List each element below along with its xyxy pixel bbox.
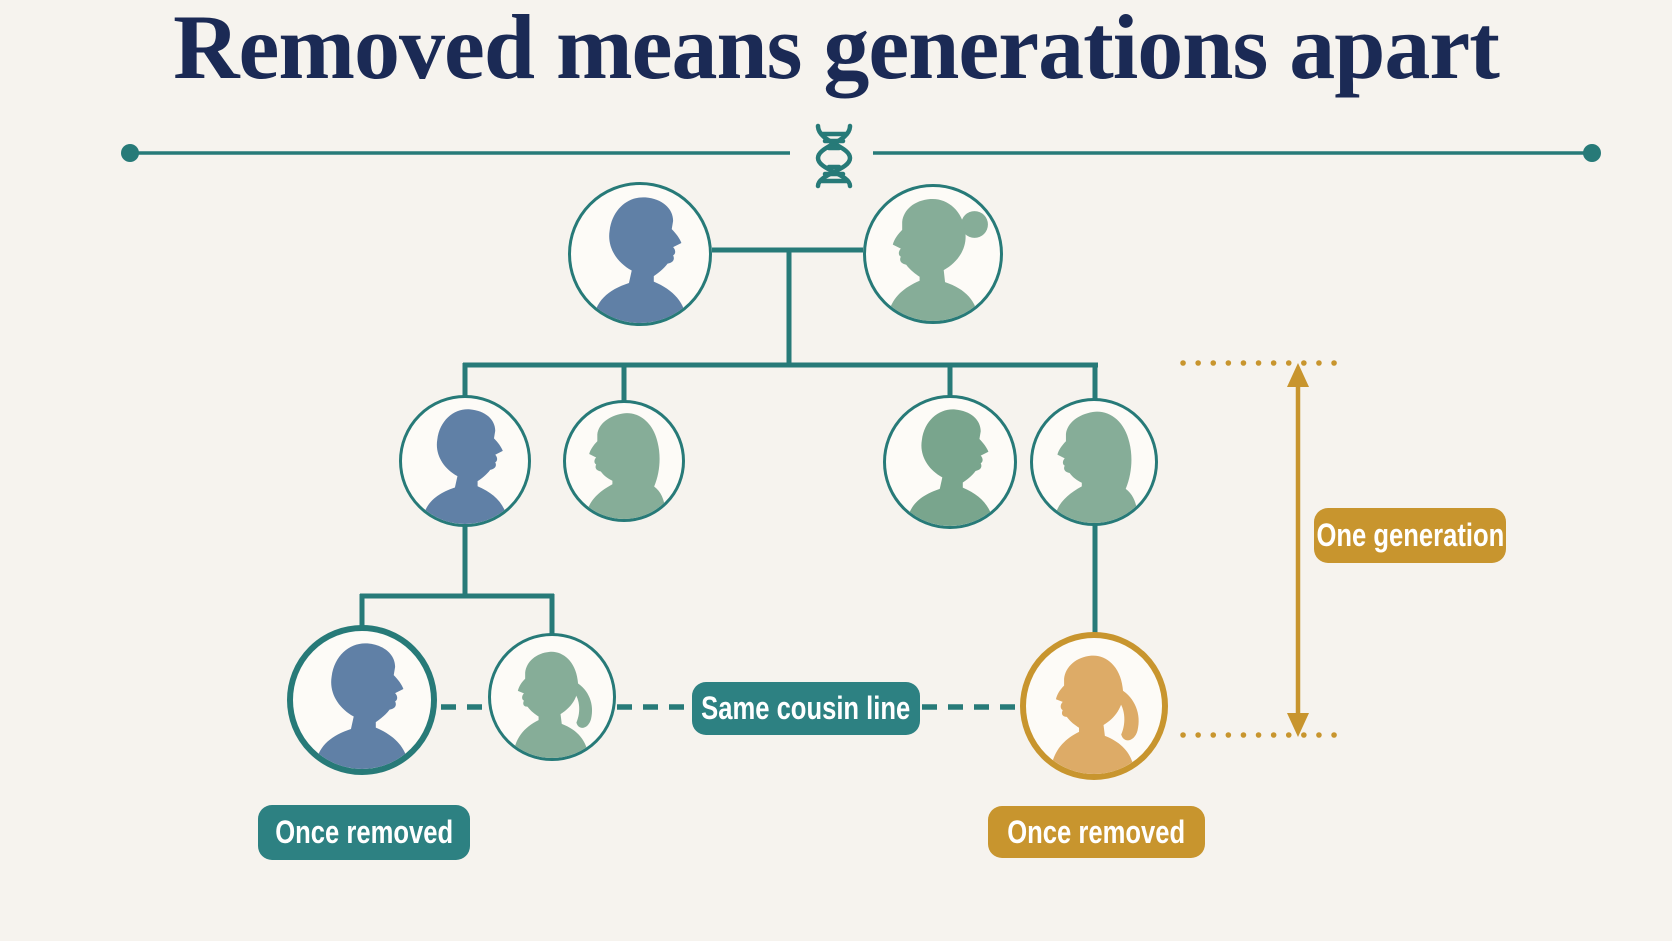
portrait-gen2-man-2	[883, 395, 1017, 529]
page-title: Removed means generations apart	[173, 0, 1500, 98]
tree-lines	[359, 247, 1098, 634]
badge-one-generation-label: One generation	[1316, 517, 1504, 553]
male-profile-icon	[886, 398, 1014, 526]
girl-ponytail-profile-icon	[1026, 638, 1162, 774]
badge-once-removed-left-label: Once removed	[275, 814, 453, 850]
portrait-gen3-girl-removed	[1020, 632, 1168, 780]
boy-profile-icon	[293, 631, 431, 769]
portrait-gen2-man-1	[399, 395, 531, 527]
female-long-hair-profile-icon	[566, 403, 682, 519]
title-divider	[121, 144, 1601, 162]
portrait-gen3-boy	[287, 625, 437, 775]
male-profile-icon	[402, 398, 528, 524]
portrait-gen2-woman-1	[563, 400, 685, 522]
female-long-hair-profile-icon	[1033, 401, 1155, 523]
badge-once-removed-right-label: Once removed	[1007, 813, 1186, 850]
badge-once-removed-left: Once removed	[258, 805, 470, 860]
portrait-gen1-man	[568, 182, 712, 326]
portrait-gen2-woman-2	[1030, 398, 1158, 526]
male-profile-icon	[571, 185, 709, 323]
dna-helix-icon	[815, 123, 853, 189]
double-headed-arrow-icon	[1287, 363, 1309, 737]
girl-ponytail-profile-icon	[491, 636, 613, 758]
badge-same-cousin-line-label: Same cousin line	[701, 690, 911, 726]
generation-dotted-lines	[1180, 360, 1346, 738]
portrait-gen1-woman	[863, 184, 1003, 324]
badge-once-removed-right: Once removed	[988, 806, 1205, 858]
badge-same-cousin-line: Same cousin line	[692, 682, 920, 735]
portrait-gen3-girl	[488, 633, 616, 761]
divider-dot-right	[1583, 144, 1601, 162]
badge-one-generation: One generation	[1314, 508, 1506, 563]
female-bun-profile-icon	[866, 187, 1000, 321]
